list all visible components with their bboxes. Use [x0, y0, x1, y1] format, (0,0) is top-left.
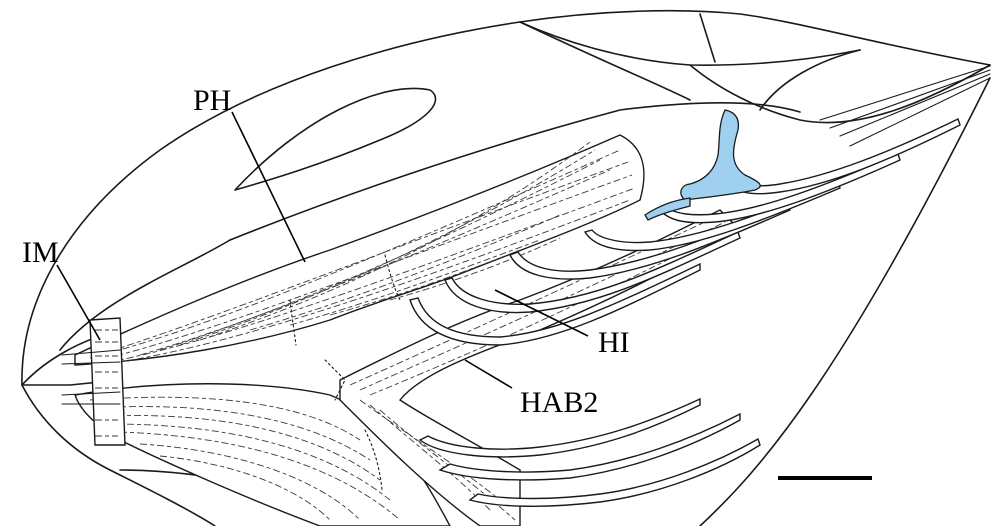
- hab2-leader: [465, 360, 512, 388]
- label-im: IM: [22, 236, 59, 269]
- label-hi: HI: [598, 326, 630, 359]
- hyoid-cartilage: [645, 110, 760, 220]
- im-leader: [57, 265, 100, 340]
- label-ph: PH: [193, 84, 231, 117]
- label-hab2: HAB2: [520, 386, 598, 419]
